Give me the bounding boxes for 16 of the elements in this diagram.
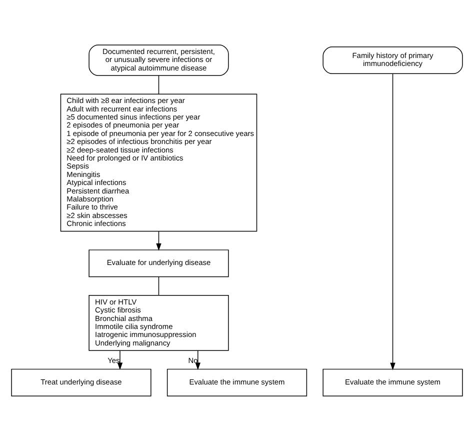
edge-label: Yes: [108, 355, 120, 364]
node-box: Evaluate the immune system: [166, 368, 308, 396]
arrow: [117, 350, 123, 370]
node-box: Evaluate for underlying disease: [88, 249, 229, 277]
node-box: Treat underlying disease: [11, 368, 152, 396]
node-box: Family history of primary immunodeficiency: [322, 46, 463, 74]
arrow: [390, 72, 396, 370]
connector: [158, 276, 160, 296]
node-box: HIV or HTLV Cystic fibrosis Bronchial asthma Immotile cilia syndrome Iatrogenic immunosuppression Underlying malignancy: [88, 294, 229, 350]
node-box: Documented recurrent, persistent, or unusually severe infections or atypical autoimmune disease: [88, 44, 229, 76]
node-box: Child with ≥8 ear infections per year Adult with recurrent ear infections ≥5 documented sinus infections per year 2 episodes of pneumonia per year 1 episode of pneumonia per year for 2 consecutive years ≥2 episodes of infectious bronchitis per year ≥2 deep-seated tissue infections Need for prolonged or IV antibiotics Sepsis Meningitis Atypical infections Persistent diarrhea Malabsorption Failure to thrive ≥2 skin abscesses Chronic infections: [60, 93, 258, 232]
connector: [158, 74, 160, 94]
edge-label: No: [188, 355, 198, 364]
arrow: [195, 350, 200, 370]
node-box: Evaluate the immune system: [322, 368, 463, 396]
arrow: [156, 230, 162, 250]
